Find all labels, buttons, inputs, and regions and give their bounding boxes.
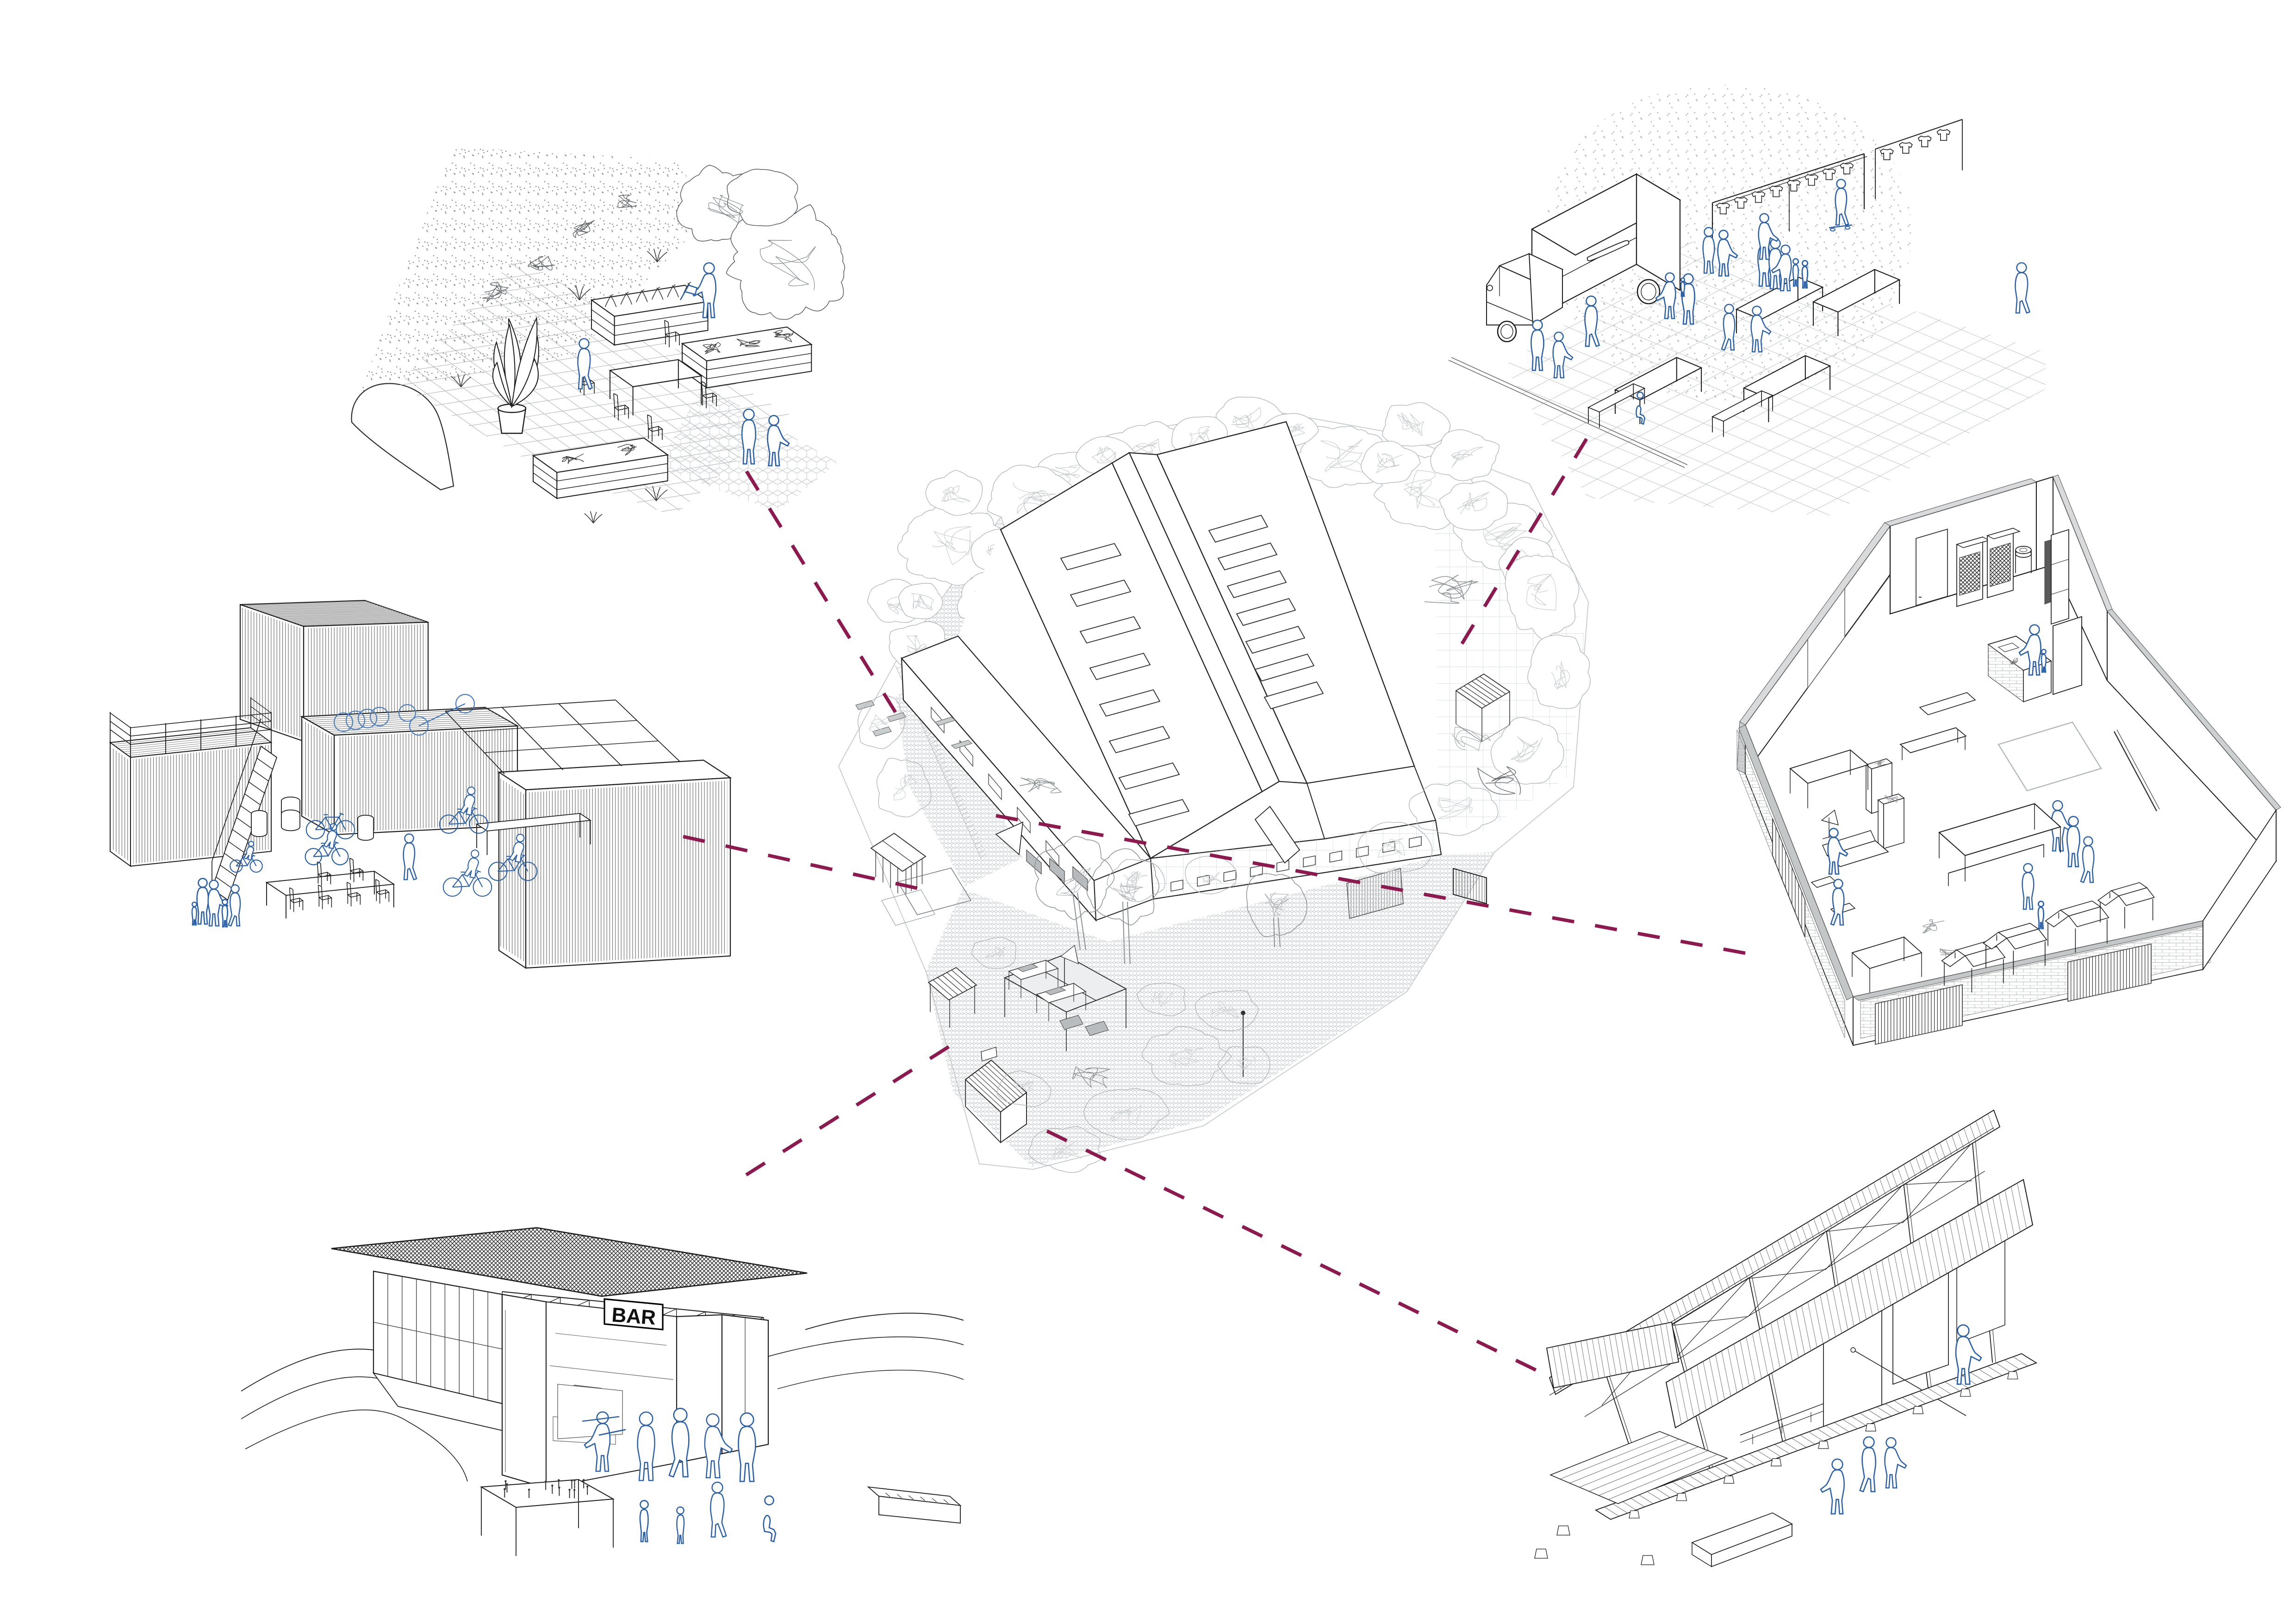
svg-text:BAR: BAR bbox=[611, 1304, 657, 1330]
